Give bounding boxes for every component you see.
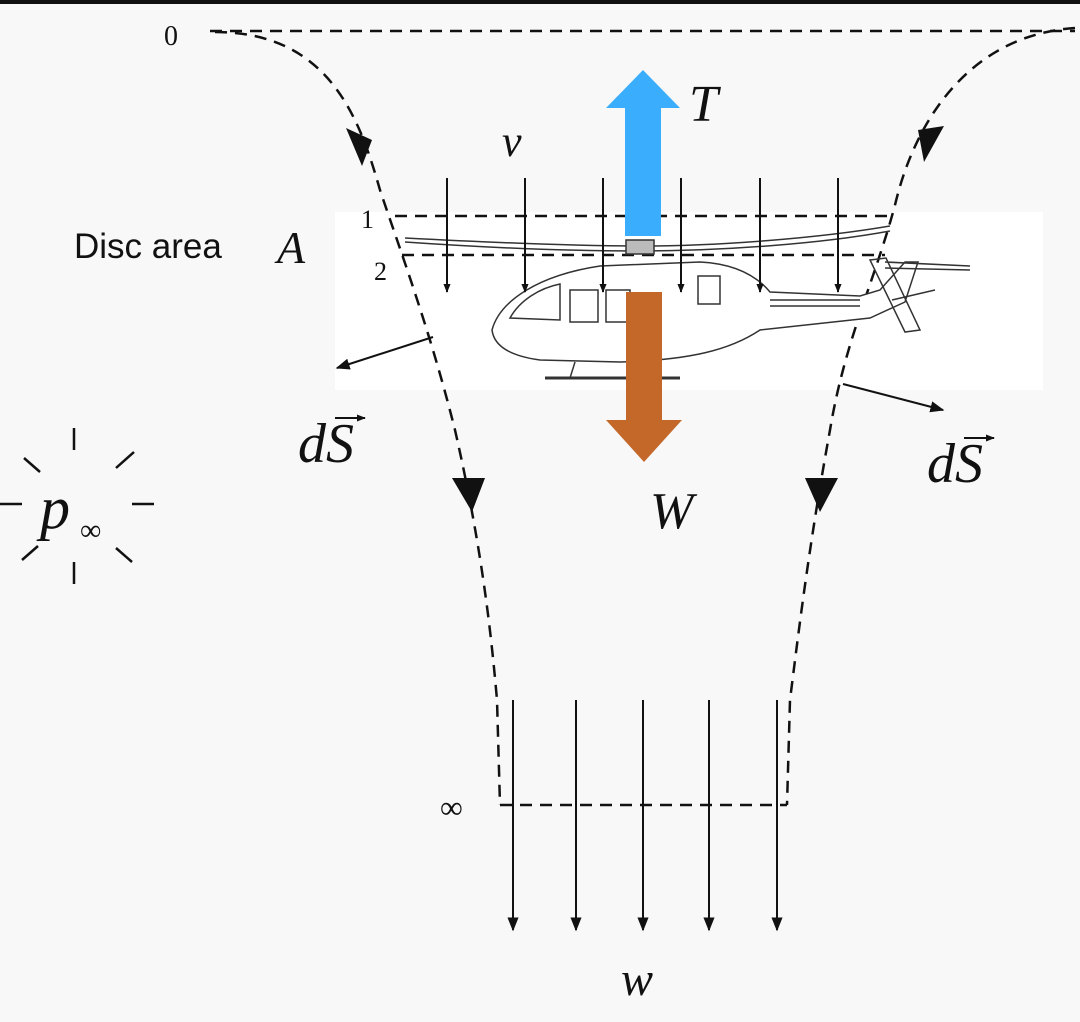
disc-area-text: Disc area [74,227,222,266]
far-wake-velocity-label: w [621,953,653,1006]
thrust-label: T [689,76,721,133]
streamtube-left-boundary [214,30,502,806]
station-0-label: 0 [164,21,178,52]
induced-velocity-arrows [443,178,842,293]
thrust-arrow [606,70,680,236]
flow-arrowhead-left-lower [452,478,485,512]
station-2-label: 2 [374,257,387,286]
weight-label: W [650,483,698,540]
top-border [0,0,1080,4]
ambient-pressure-burst-icon [0,428,154,584]
ambient-pressure-label: p ∞ [36,475,101,547]
flow-arrowhead-right-lower [805,478,838,512]
induced-velocity-label: v [502,117,522,166]
flow-arrowhead-left-upper [346,128,372,166]
svg-text:p: p [36,475,70,541]
svg-text:dS: dS [927,433,983,495]
station-inf-label: ∞ [440,789,463,825]
surface-normal-right [842,383,945,413]
weight-arrow [606,292,682,462]
surface-normal-left [335,336,434,370]
station-1-label: 1 [361,205,374,234]
svg-text:∞: ∞ [80,514,101,547]
surface-element-label-left: dS [298,413,366,475]
surface-element-label-right: dS [927,433,995,495]
svg-text:dS: dS [298,413,354,475]
flow-arrowhead-right-upper [918,126,944,162]
wake-velocity-arrows [507,700,783,932]
disc-area-symbol: A [274,222,306,273]
